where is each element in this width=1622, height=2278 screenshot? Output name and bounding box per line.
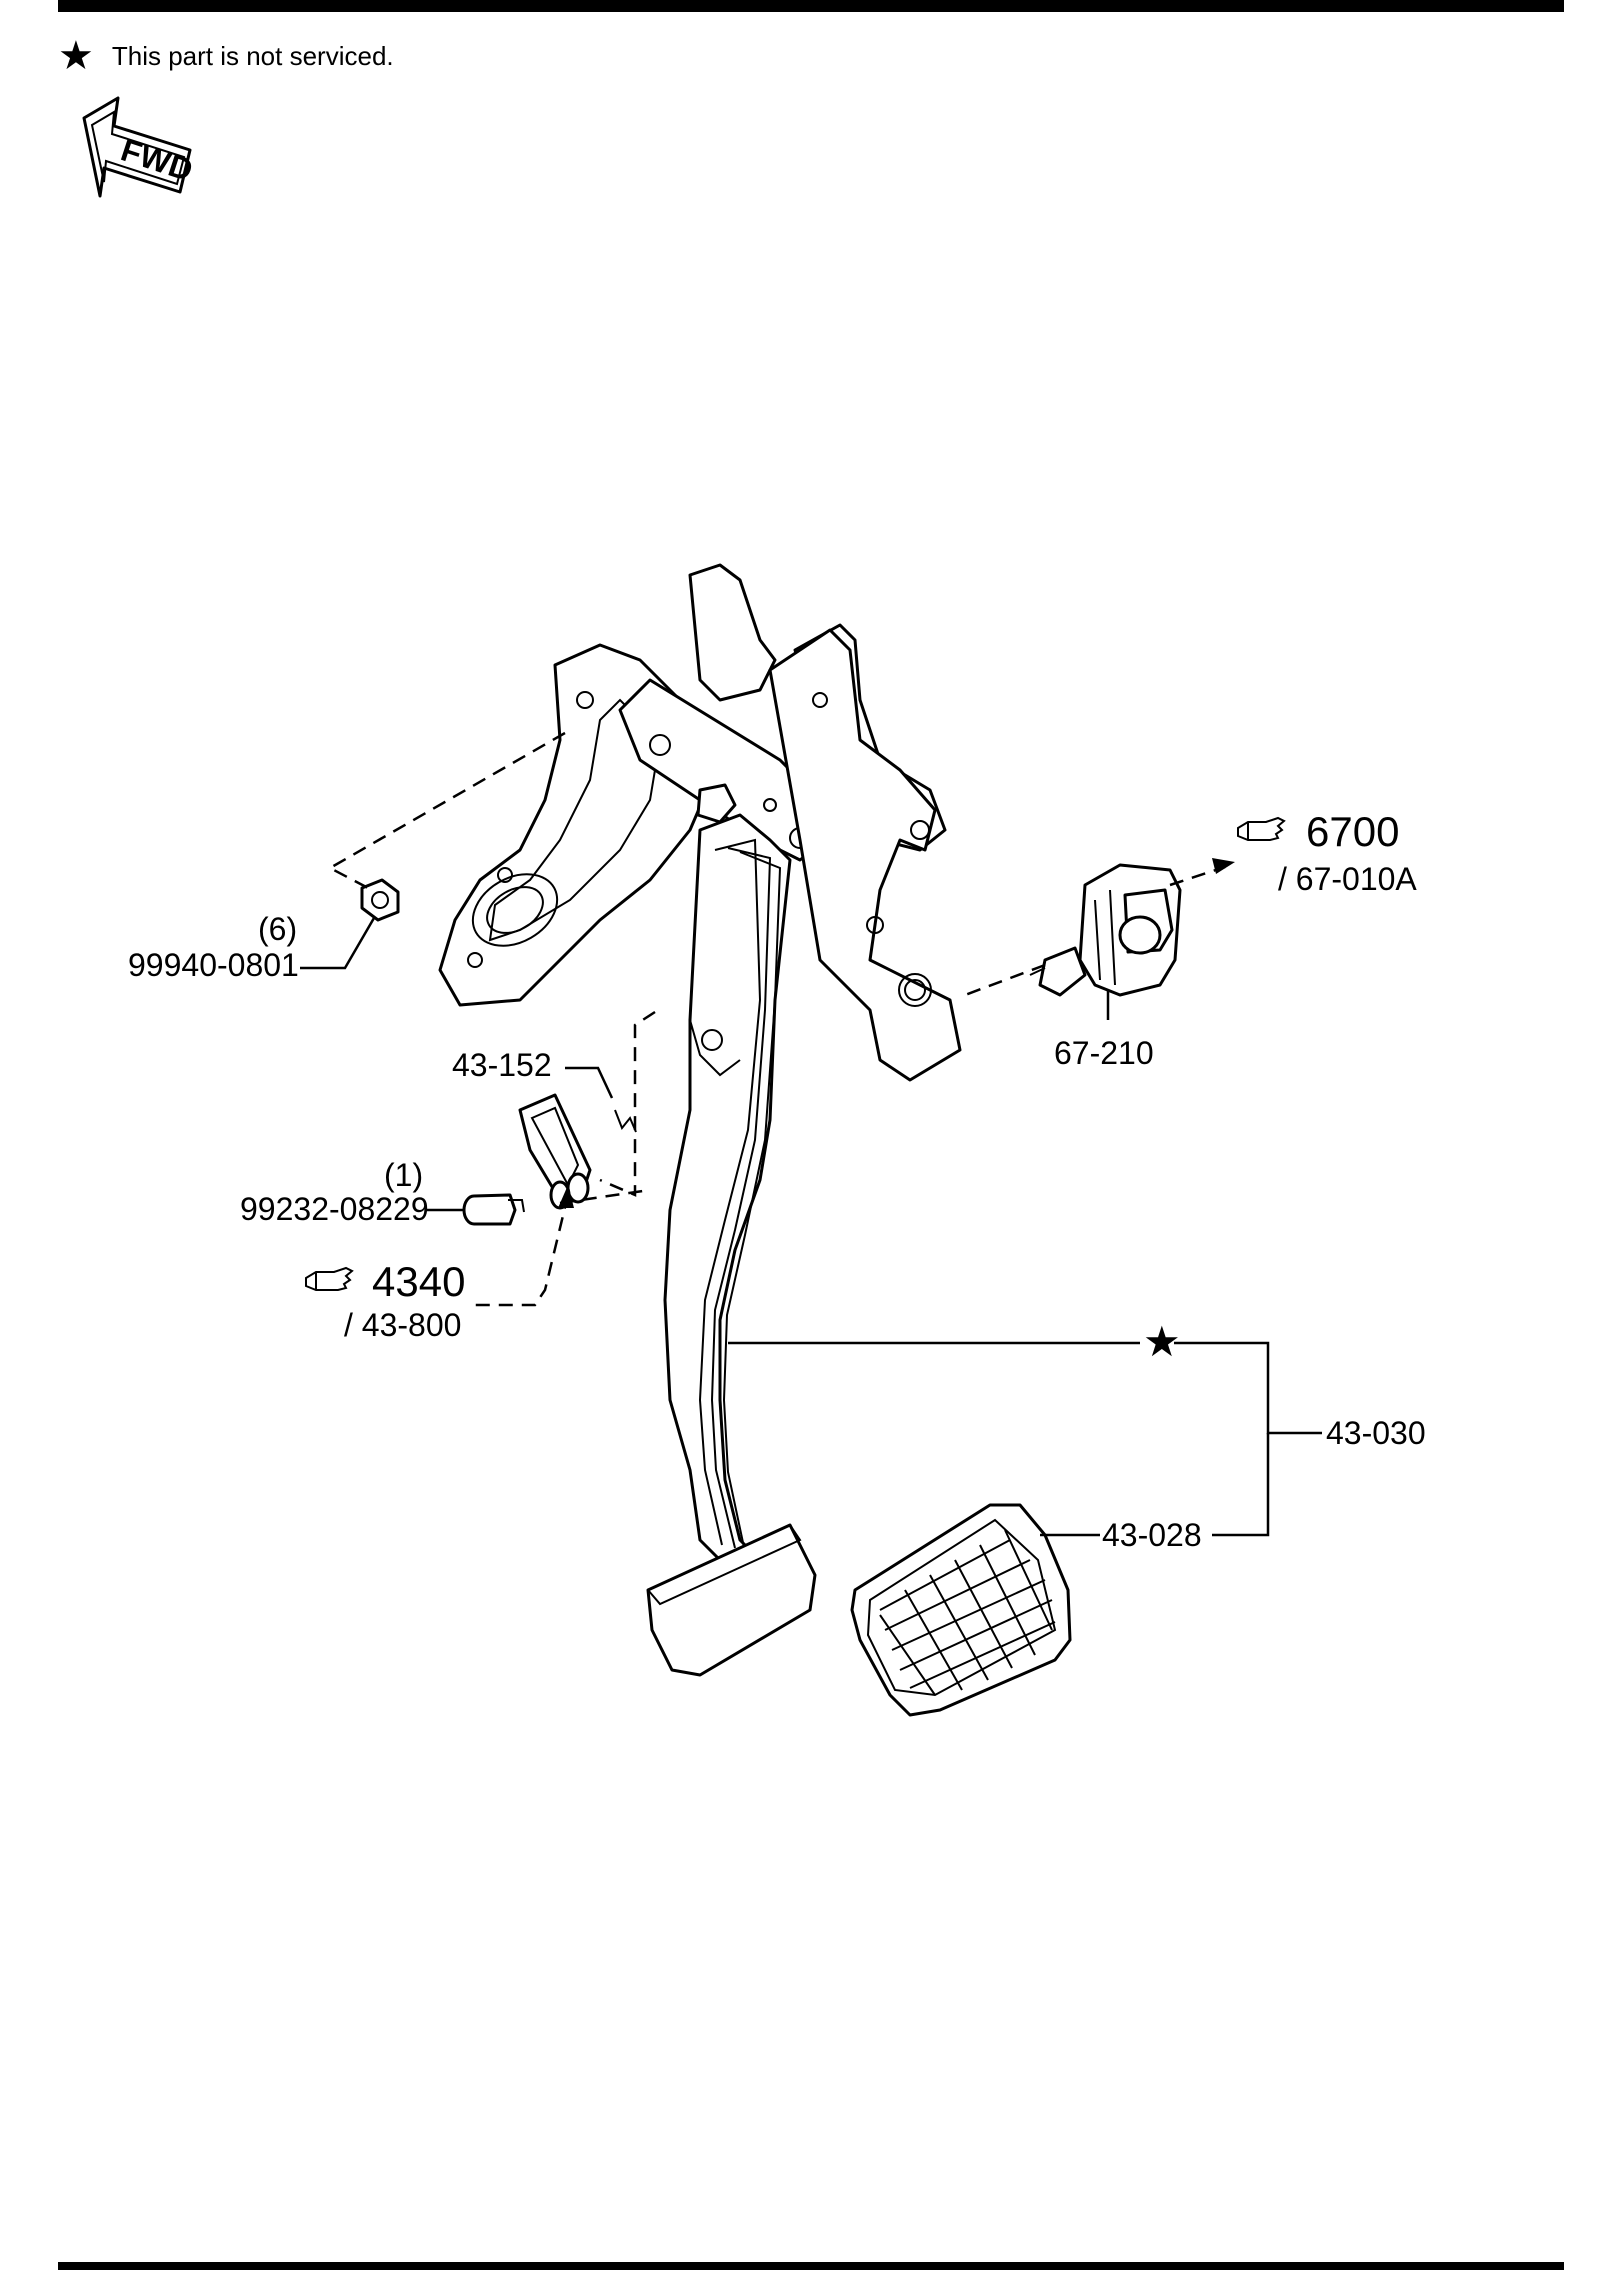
flange-nut [360,878,400,922]
pedal-arm [646,813,817,1677]
pedal-pad [850,1503,1072,1717]
stop-lamp-switch [1029,863,1182,997]
ref-67010a-label: / 67-010A [1278,861,1417,897]
part-99232-label: 99232-08229 [240,1191,429,1227]
part-43030-label: 43-030 [1326,1415,1426,1451]
pointing-hand-icon [305,1266,354,1291]
leader-lines [300,917,1322,1537]
note-text: This part is not serviced. [111,40,394,71]
bottom-border [58,2262,1564,2270]
ref-4340-label: 4340 [372,1258,465,1305]
not-serviced-note: ★ This part is not serviced. [58,36,394,76]
part-67210-label: 67-210 [1054,1035,1154,1071]
nut-qty-label: (6) [258,911,297,947]
part-43152-label: 43-152 [452,1047,552,1083]
part-43028-label: 43-028 [1102,1517,1202,1553]
pedal-bracket [438,563,962,1082]
pin-qty-label: (1) [384,1157,423,1193]
top-border [58,0,1564,12]
star-icon: ★ [58,34,94,78]
ref-6700-label: 6700 [1306,808,1399,855]
part-99940-label: 99940-0801 [128,947,299,983]
clevis [518,1093,637,1210]
clevis-pin [462,1193,525,1226]
ref-43800-label: / 43-800 [344,1307,461,1343]
pointing-hand-icon [1237,816,1286,841]
assembly-lines [327,731,1235,1307]
star-marker: ★ [1143,1318,1181,1365]
fwd-arrow-icon: FWD [82,96,197,198]
